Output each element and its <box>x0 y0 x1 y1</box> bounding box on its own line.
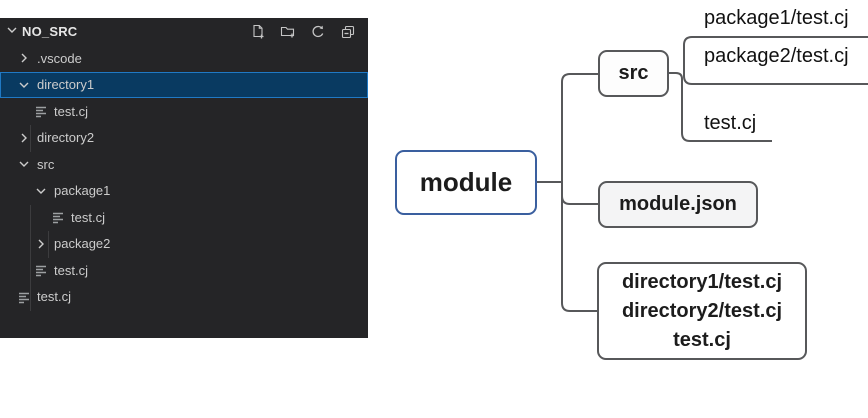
file-icon <box>33 262 49 278</box>
indent-guide <box>48 231 49 258</box>
diagram-leaf-package1-test-cj: package1/test.cj <box>704 7 849 29</box>
tree-item-label: src <box>37 156 55 172</box>
tree-item-test-cj[interactable]: test.cj <box>0 204 368 231</box>
diagram-node-label: src <box>618 62 649 84</box>
tree-item-label: package2 <box>54 236 111 252</box>
tree-item-directory1[interactable]: directory1 <box>0 71 368 98</box>
chevron-down-icon[interactable] <box>4 22 20 41</box>
tree-item-src[interactable]: src <box>0 151 368 178</box>
tree-item-label: test.cj <box>54 262 88 278</box>
explorer-sidebar: NO_SRC <box>0 18 368 338</box>
new-folder-icon[interactable] <box>279 23 296 40</box>
chevron-right-icon[interactable] <box>16 50 32 66</box>
diagram-node-module-json: module.json <box>598 181 758 228</box>
tree-item-vscode[interactable]: .vscode <box>0 45 368 72</box>
refresh-icon[interactable] <box>309 23 326 40</box>
tree-item-test-cj[interactable]: test.cj <box>0 98 368 125</box>
indent-guide <box>30 125 31 152</box>
tree-item-label: .vscode <box>37 50 82 66</box>
diagram-node-line: directory2/test.cj <box>621 299 783 322</box>
diagram-node-src: src <box>598 50 669 97</box>
file-icon <box>50 209 66 225</box>
tree-item-test-cj[interactable]: test.cj <box>0 284 368 311</box>
diagram-node-label: module <box>419 167 513 197</box>
chevron-right-icon[interactable] <box>33 236 49 252</box>
tree-item-test-cj[interactable]: test.cj <box>0 257 368 284</box>
diagram-node-line: test.cj <box>673 328 731 351</box>
tree-item-label: test.cj <box>71 209 105 225</box>
file-icon <box>33 103 49 119</box>
diagram-node-label: module.json <box>619 193 737 215</box>
tree-item-label: directory2 <box>37 130 95 146</box>
chevron-down-icon[interactable] <box>16 77 32 93</box>
explorer-toolbar <box>249 23 368 40</box>
tree-item-label: package1 <box>54 183 111 199</box>
tree-item-directory2[interactable]: directory2 <box>0 125 368 152</box>
chevron-down-icon[interactable] <box>16 156 32 172</box>
chevron-down-icon[interactable] <box>33 183 49 199</box>
diagram-leaf-package2-test-cj: package2/test.cj <box>704 45 849 67</box>
tree-item-package1[interactable]: package1 <box>0 178 368 205</box>
collapse-all-icon[interactable] <box>339 23 356 40</box>
file-icon <box>16 289 32 305</box>
diagram-node-directories: directory1/test.cj directory2/test.cj te… <box>597 262 807 360</box>
diagram-node-module: module <box>395 150 537 215</box>
tree-item-label: test.cj <box>37 289 71 305</box>
indent-guide <box>30 204 31 311</box>
tree-item-label: test.cj <box>54 103 88 119</box>
new-file-icon[interactable] <box>249 23 266 40</box>
diagram-node-line: directory1/test.cj <box>621 270 783 293</box>
tree-item-label: directory1 <box>37 77 95 93</box>
file-tree: .vscode directory1 test.cj directory2 <box>0 45 368 311</box>
chevron-right-icon[interactable] <box>16 130 32 146</box>
explorer-root-title: NO_SRC <box>22 24 78 39</box>
explorer-section-header[interactable]: NO_SRC <box>0 18 368 45</box>
tree-item-package2[interactable]: package2 <box>0 231 368 258</box>
diagram-leaf-test-cj: test.cj <box>704 112 757 134</box>
